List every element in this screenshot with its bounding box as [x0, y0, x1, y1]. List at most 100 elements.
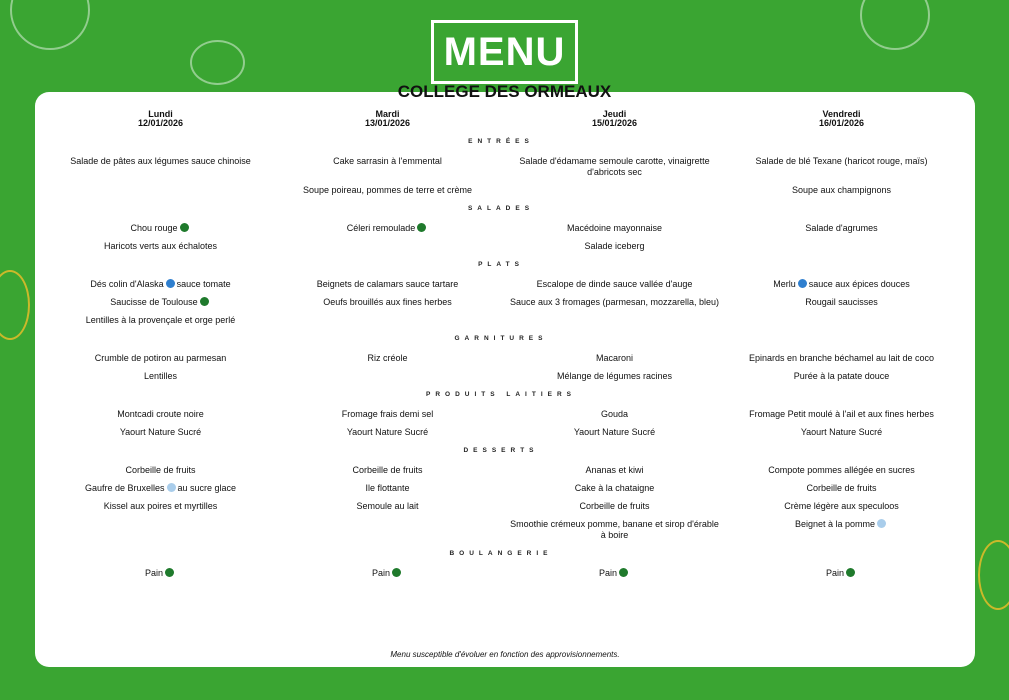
- menu-item: Epinards en branche béchamel au lait de …: [728, 353, 955, 371]
- dish-name: Yaourt Nature Sucré: [573, 427, 656, 437]
- menu-item: [274, 371, 501, 389]
- menu-item: Cake sarrasin à l'emmental: [274, 156, 501, 185]
- dish-name: Rougail saucisses: [805, 297, 878, 307]
- dish-name: Cake à la chataigne: [574, 483, 655, 493]
- menu-item: Salade iceberg: [501, 241, 728, 259]
- dish-name: Riz créole: [367, 353, 408, 363]
- menu-item: [47, 185, 274, 203]
- local-product-icon: [199, 297, 209, 306]
- frozen-product-icon: [877, 519, 887, 528]
- dish-name: Macédoine mayonnaise: [566, 223, 663, 233]
- menu-item: Yaourt Nature Sucré: [47, 427, 274, 445]
- dish-name-suffix: sauce aux épices douces: [808, 279, 910, 289]
- dish-name: Oeufs brouillés aux fines herbes: [323, 297, 452, 307]
- menu-item: Salade d'agrumes: [728, 223, 955, 241]
- menu-item: Compote pommes allégée en sucres: [728, 465, 955, 483]
- menu-item: Saucisse de Toulouse: [47, 297, 274, 315]
- day-name: Vendredi: [822, 109, 861, 119]
- section-title-garnitures: GARNITURES: [454, 335, 548, 342]
- dish-name: Yaourt Nature Sucré: [800, 427, 883, 437]
- menu-item: Fromage frais demi sel: [274, 409, 501, 427]
- dish-name: Fromage Petit moulé à l'ail et aux fines…: [749, 409, 934, 419]
- menu-item: Salade d'édamame semoule carotte, vinaig…: [501, 156, 728, 185]
- dish-name: Salade de pâtes aux légumes sauce chinoi…: [70, 156, 251, 166]
- dish-name: Salade d'édamame semoule carotte, vinaig…: [519, 156, 710, 177]
- dish-name: Fromage frais demi sel: [341, 409, 434, 419]
- dish-name: Gaufre de Bruxelles: [84, 483, 165, 493]
- section-title-plats: PLATS: [478, 261, 524, 268]
- menu-row: Salade de pâtes aux légumes sauce chinoi…: [47, 156, 975, 185]
- school-name: COLLEGE DES ORMEAUX: [397, 82, 612, 101]
- menu-item: Yaourt Nature Sucré: [501, 427, 728, 445]
- menu-item: Haricots verts aux échalotes: [47, 241, 274, 259]
- menu-item: Smoothie crémeux pomme, banane et sirop …: [501, 519, 728, 548]
- vegetable-illustration: [978, 540, 1009, 610]
- menu-item: Céleri remoulade: [274, 223, 501, 241]
- menu-item: [501, 185, 728, 203]
- dish-name: Yaourt Nature Sucré: [346, 427, 429, 437]
- menu-item: [728, 241, 955, 259]
- dish-name: Salade d'agrumes: [805, 223, 878, 233]
- local-product-icon: [417, 223, 427, 232]
- menu-item: [274, 519, 501, 548]
- dish-name: Gouda: [600, 409, 629, 419]
- menu-item: Pain: [47, 568, 274, 586]
- dish-name: Mélange de légumes racines: [556, 371, 673, 381]
- menu-item: Macédoine mayonnaise: [501, 223, 728, 241]
- dish-name: Macaroni: [595, 353, 633, 363]
- dish-name: Beignet à la pomme: [794, 519, 876, 529]
- menu-logo: MENU: [431, 20, 578, 84]
- menu-item: Mélange de légumes racines: [501, 371, 728, 389]
- day-name: Mardi: [375, 109, 400, 119]
- menu-item: Pain: [501, 568, 728, 586]
- dish-name: Chou rouge: [130, 223, 178, 233]
- menu-item: [501, 315, 728, 333]
- local-product-icon: [179, 223, 189, 232]
- dish-name: Crème légère aux speculoos: [784, 501, 899, 511]
- menu-item: Soupe aux champignons: [728, 185, 955, 203]
- menu-item: Salade de pâtes aux légumes sauce chinoi…: [47, 156, 274, 185]
- menu-item: Chou rouge: [47, 223, 274, 241]
- frozen-product-icon: [166, 483, 176, 492]
- dish-name: Ananas et kiwi: [585, 465, 644, 475]
- menu-item: Corbeille de fruits: [47, 465, 274, 483]
- sustainable-fishing-icon: [165, 279, 175, 288]
- dish-name: Ile flottante: [365, 483, 410, 493]
- day-date: 16/01/2026: [818, 118, 865, 128]
- vegetable-illustration: [0, 270, 30, 340]
- menu-item: Corbeille de fruits: [274, 465, 501, 483]
- menu-row: Lentilles à la provençale et orge perlé: [47, 315, 975, 333]
- local-product-icon: [165, 568, 174, 577]
- dish-name: Lentilles à la provençale et orge perlé: [85, 315, 236, 325]
- local-product-icon: [619, 568, 628, 577]
- dish-name: Cake sarrasin à l'emmental: [333, 156, 442, 166]
- vegetable-illustration: [190, 40, 245, 85]
- dish-name: Céleri remoulade: [346, 223, 416, 233]
- menu-item: Rougail saucisses: [728, 297, 955, 315]
- day-name: Jeudi: [602, 109, 627, 119]
- menu-item: Salade de blé Texane (haricot rouge, maï…: [728, 156, 955, 185]
- day-date: 15/01/2026: [591, 118, 638, 128]
- local-product-icon: [392, 568, 401, 577]
- menu-item: Corbeille de fruits: [728, 483, 955, 501]
- dish-name: Pain: [144, 568, 163, 578]
- menu-row: Corbeille de fruits Corbeille de fruits An…: [47, 465, 975, 483]
- section-title-salades: SALADES: [467, 205, 535, 212]
- dish-name: Compote pommes allégée en sucres: [768, 465, 915, 475]
- menu-item: [728, 315, 955, 333]
- sustainable-fishing-icon: [797, 279, 807, 288]
- dish-name: Haricots verts aux échalotes: [103, 241, 218, 251]
- menu-item: Macaroni: [501, 353, 728, 371]
- dish-name: Corbeille de fruits: [125, 465, 196, 475]
- menu-row: Chou rouge Céleri remoulade Macédoine mayo…: [47, 223, 975, 241]
